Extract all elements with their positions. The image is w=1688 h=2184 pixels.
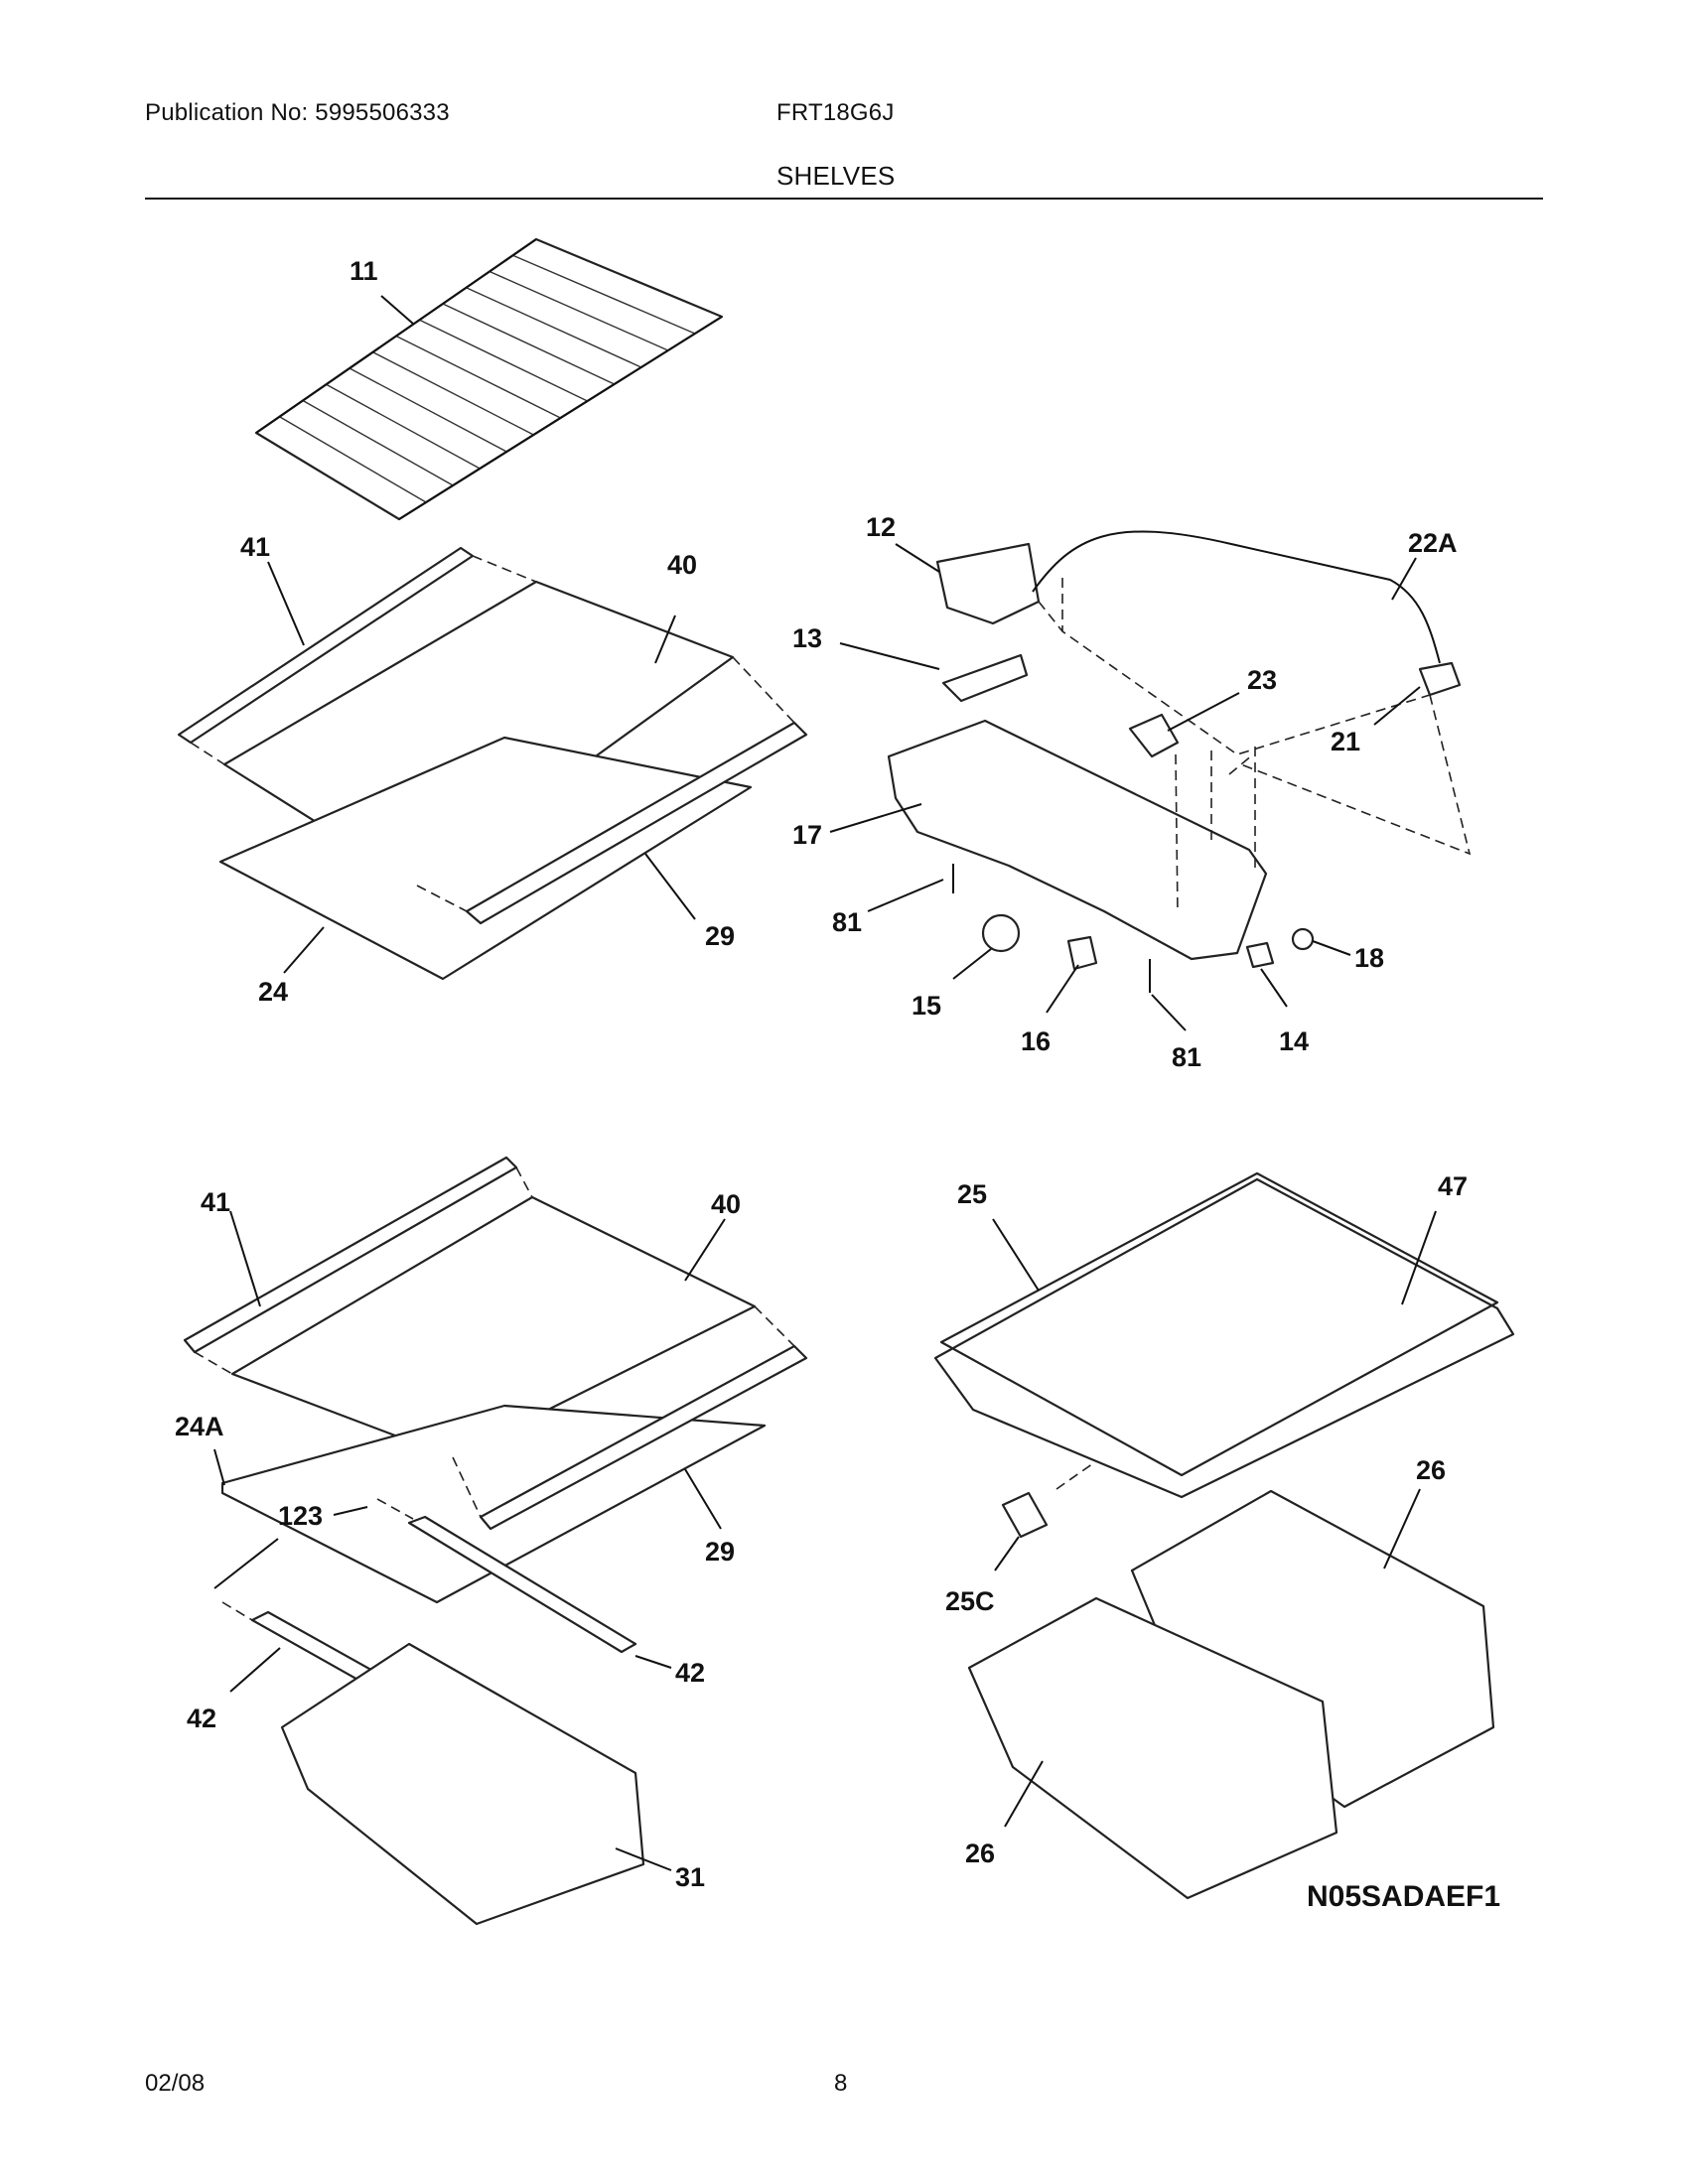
wire-rod [466,287,642,368]
wire-rod [419,319,588,402]
light-bulb-15 [981,913,1021,953]
meat-pan-31 [280,1642,645,1926]
wire-rod [372,351,534,436]
shelf-frame-24 [218,736,753,981]
callout-26-left: 26 [965,1839,995,1868]
wire-rod [489,270,669,351]
crisper-drawer-26-left [967,1596,1338,1900]
callout-42-right: 42 [675,1658,705,1688]
callout-42-left: 42 [187,1704,216,1733]
callout-22A: 22A [1408,528,1458,558]
callout-15: 15 [912,991,941,1021]
temperature-control-23 [1128,713,1180,758]
callout-12: 12 [866,512,896,542]
crisper-glass-47 [939,1171,1499,1477]
wire-rod [395,335,561,419]
wire-rod [442,303,615,385]
slide-rail-42-right [407,1515,637,1654]
callout-21: 21 [1331,727,1360,756]
callout-13: 13 [792,623,822,653]
callout-47: 47 [1438,1171,1468,1201]
leader-lines [213,295,1437,1871]
section-title: SHELVES [776,161,896,191]
light-shield-12 [935,542,1041,625]
shelf-assembly-lower [183,1156,808,1926]
callout-41-lower: 41 [201,1187,230,1217]
light-housing-assembly [887,530,1472,993]
shelf-rail-29-upper [465,721,808,925]
callout-16: 16 [1021,1026,1051,1056]
footer-page-number: 8 [834,2070,848,2097]
wire-harness-22A [1032,530,1441,664]
light-socket-16 [1066,935,1098,971]
light-lens-13 [941,653,1029,703]
callout-81-left: 81 [832,907,862,937]
callout-23: 23 [1247,665,1277,695]
light-switch-21 [1418,661,1462,697]
wire-rod [349,367,507,453]
callout-24: 24 [258,977,288,1007]
wire-rod [279,416,427,503]
light-switch-14 [1245,941,1275,969]
diagram-code: N05SADAEF1 [1307,1880,1500,1913]
crisper-assembly [933,1171,1515,1900]
shelf-assembly-upper [177,546,808,981]
footer-date: 02/08 [145,2070,206,2097]
wire-shelf-11 [254,237,724,521]
crisper-cover-25 [933,1177,1515,1499]
callout-labels: 11 41 40 29 24 12 13 22A 23 21 17 81 15 … [175,256,1500,1913]
callout-11: 11 [350,256,378,286]
callout-40-upper: 40 [667,550,697,580]
callout-25C: 25C [945,1586,995,1616]
wire-rod [302,399,454,486]
wire-rod [512,254,696,335]
header-rule [145,198,1543,200]
shelf-rail-29-lower [479,1344,808,1531]
cover-support-25C [1001,1491,1049,1539]
callout-29-upper: 29 [705,921,735,951]
callout-14: 14 [1279,1026,1309,1056]
callout-31: 31 [675,1862,705,1892]
callout-17: 17 [792,820,822,850]
callout-41-upper: 41 [240,532,270,562]
callout-24A: 24A [175,1412,224,1441]
callout-123: 123 [278,1501,323,1531]
callout-18: 18 [1354,943,1384,973]
callout-81-right: 81 [1172,1042,1201,1072]
wire-rod [326,383,481,470]
publication-number: Publication No: 5995506333 [145,99,450,126]
knob-18 [1291,927,1315,951]
callout-25: 25 [957,1179,987,1209]
callout-40-lower: 40 [711,1189,741,1219]
callout-26-right: 26 [1416,1455,1446,1485]
model-number: FRT18G6J [776,99,895,126]
callout-29-lower: 29 [705,1537,735,1567]
control-housing-17 [887,719,1268,961]
